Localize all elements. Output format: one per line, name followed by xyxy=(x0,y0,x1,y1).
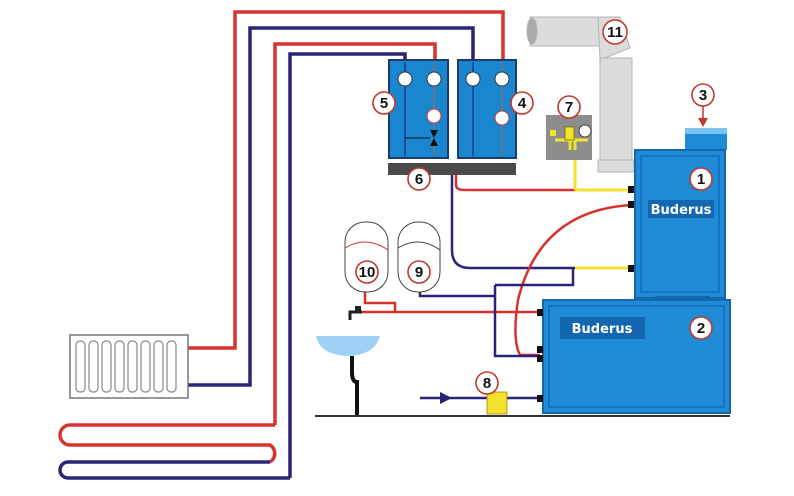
callout-3: 3 xyxy=(699,87,707,104)
callout-8: 8 xyxy=(483,375,491,392)
supply-pipe-radiator xyxy=(188,10,505,350)
callout-9: 9 xyxy=(415,264,423,281)
callout-10: 10 xyxy=(359,264,376,281)
floor-heating-loop-1 xyxy=(58,423,277,464)
callout-1: 1 xyxy=(697,171,705,188)
boiler-upper: Buderus xyxy=(628,128,727,299)
callout-5: 5 xyxy=(380,95,388,112)
pipe-network xyxy=(58,10,633,480)
distribution-manifold xyxy=(388,163,516,175)
callout-labels: 1 2 3 4 5 6 7 8 9 10 11 xyxy=(359,24,708,392)
fuel-valve xyxy=(486,391,508,415)
pump-module-4 xyxy=(457,59,517,159)
flow-arrow-icon xyxy=(440,392,452,404)
callout-2: 2 xyxy=(697,320,705,337)
callout-6: 6 xyxy=(415,171,423,188)
brand-label: Buderus xyxy=(572,322,633,337)
radiator xyxy=(69,334,189,399)
supply-pipe-floor xyxy=(273,42,437,425)
water-tap-and-sink xyxy=(316,306,380,415)
brand-label: Buderus xyxy=(651,203,712,218)
callout-markers xyxy=(355,19,715,395)
callout-4: 4 xyxy=(518,95,527,112)
return-pipe-radiator xyxy=(188,26,475,387)
floor-heating-loop-2 xyxy=(58,460,290,480)
callout-11: 11 xyxy=(607,24,623,41)
arrow-down-icon xyxy=(698,118,708,127)
return-pipe-floor xyxy=(288,52,407,478)
pump-module-5 xyxy=(388,59,449,159)
safety-group xyxy=(546,115,592,160)
callout-7: 7 xyxy=(565,99,573,116)
